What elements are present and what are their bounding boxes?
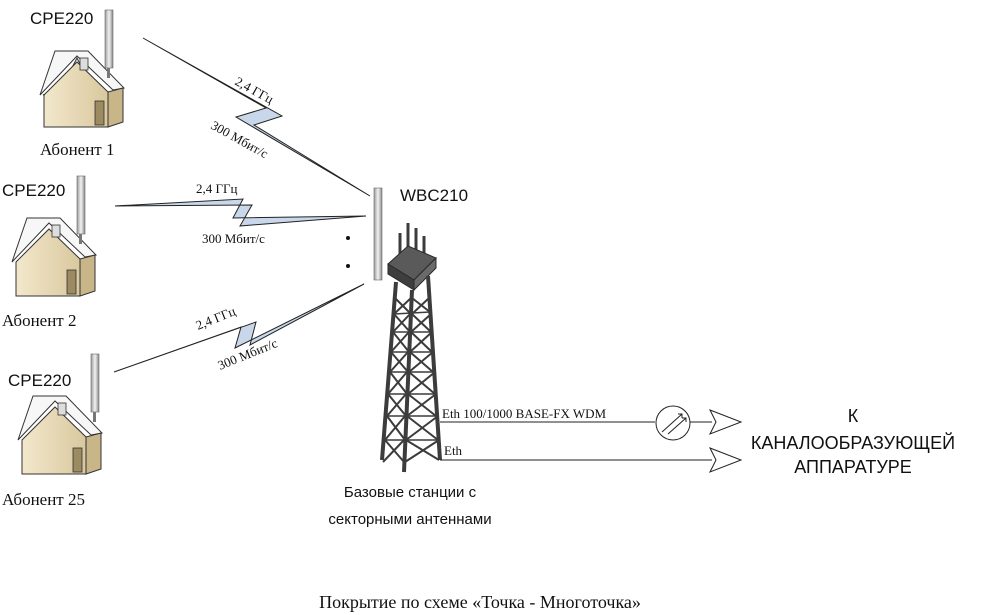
cpe-label: CPE220	[2, 181, 65, 200]
footer-caption: Покрытие по схеме «Точка - Многоточка»	[319, 592, 641, 612]
base-device-label: WBC210	[400, 186, 468, 205]
optical-transceiver-icon	[655, 405, 691, 441]
link-frequency: 2,4 ГГц	[194, 303, 238, 332]
link-rate: 300 Мбит/с	[209, 118, 272, 162]
base-antenna	[346, 187, 383, 281]
fiber-uplink-label: Eth 100/1000 BASE-FX WDM	[442, 406, 607, 421]
cpe-label: CPE220	[8, 371, 71, 390]
destination-line-2: КАНАЛООБРАЗУЮЩЕЙ	[751, 432, 955, 453]
destination-label: К КАНАЛООБРАЗУЮЩЕЙ АППАРАТУРЕ	[751, 406, 955, 477]
subscriber-25: CPE220 Абонент 25	[2, 353, 104, 509]
antenna-icon	[90, 353, 100, 422]
antenna-icon	[76, 175, 86, 244]
fiber-uplink: Eth 100/1000 BASE-FX WDM	[440, 405, 743, 441]
antenna-icon	[104, 9, 114, 78]
lightning-bolt-icon	[113, 283, 365, 373]
destination-line-3: АППАРАТУРЕ	[794, 457, 912, 477]
lightning-bolt-icon	[114, 198, 367, 227]
sector-antenna-icon	[373, 187, 383, 281]
radio-link-3: 2,4 ГГц 300 Мбит/с	[113, 283, 365, 373]
eth-uplink: Eth	[440, 443, 743, 473]
base-caption-line-2: секторными антеннами	[328, 511, 491, 528]
subscriber-name: Абонент 2	[2, 311, 76, 330]
radio-link-1: 2,4 ГГц 300 Мбит/с	[142, 37, 371, 197]
house-icon	[11, 217, 98, 297]
eth-uplink-label: Eth	[444, 443, 463, 458]
base-caption-line-1: Базовые станции с	[344, 484, 477, 501]
house-icon	[39, 50, 126, 128]
ellipsis-dot	[346, 264, 350, 268]
arrow-right-icon	[708, 447, 743, 473]
link-rate: 300 Мбит/с	[202, 231, 265, 246]
link-frequency: 2,4 ГГц	[196, 181, 238, 196]
lightning-bolt-icon	[142, 37, 371, 197]
subscriber-1: CPE220 Абонент 1	[30, 9, 126, 159]
base-caption: Базовые станции с секторными антеннами	[328, 484, 491, 528]
subscriber-name: Абонент 1	[40, 140, 114, 159]
tower-icon	[380, 223, 442, 473]
radio-link-2: 2,4 ГГц 300 Мбит/с	[114, 181, 367, 246]
subscriber-name: Абонент 25	[2, 490, 85, 509]
subscriber-2: CPE220 Абонент 2	[2, 175, 98, 330]
ellipsis-dot	[346, 236, 350, 240]
cpe-label: CPE220	[30, 9, 93, 28]
arrow-right-icon	[708, 409, 743, 435]
destination-line-1: К	[848, 406, 859, 426]
house-icon	[17, 395, 104, 475]
